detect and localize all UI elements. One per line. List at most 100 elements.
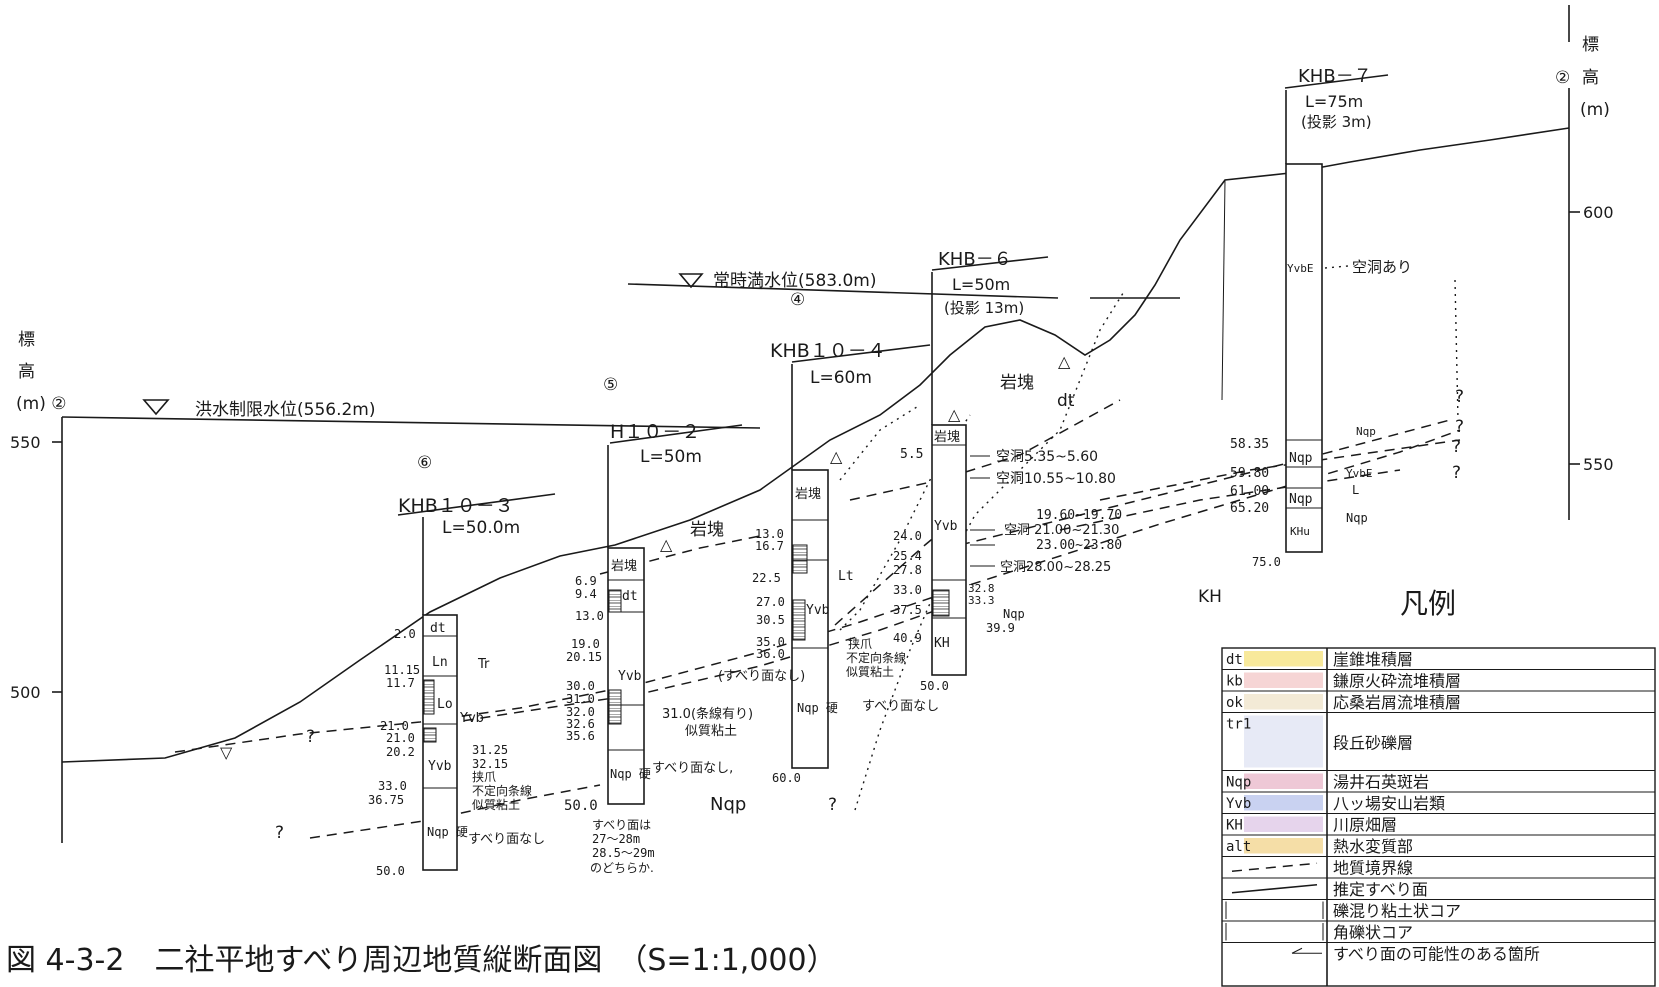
- note: すべり面は: [592, 818, 651, 832]
- depth: 11.7: [386, 676, 415, 690]
- borehole-marker: ⑤: [603, 375, 618, 395]
- right-axis-label-3: (m): [1580, 100, 1610, 120]
- core-cell: Lt: [838, 569, 854, 584]
- core-cell: KHu: [1290, 525, 1310, 538]
- question-mark: ?: [828, 795, 837, 815]
- note: 空洞5.35~5.60: [996, 449, 1098, 465]
- core-cell: Nqp 硬: [797, 701, 838, 715]
- ground-surface: [61, 127, 1570, 763]
- depth: 50.0: [920, 679, 949, 693]
- depth: 33.0: [893, 583, 922, 597]
- borehole-name: KHB－６: [938, 249, 1012, 270]
- note: Nqp: [1346, 511, 1368, 525]
- unit-label-gankai-mid: 岩塊: [690, 520, 724, 540]
- note: 27～28m: [592, 832, 640, 846]
- core-cell: Yvb: [618, 669, 642, 684]
- note: 不定向条線: [472, 783, 532, 798]
- borehole-name: KHB－７: [1298, 66, 1372, 87]
- note: 19.60~19.70: [1036, 508, 1122, 523]
- depth: 24.0: [893, 529, 922, 543]
- legend-label: 湯井石英斑岩: [1333, 773, 1429, 792]
- legend-label: 地質境界線: [1333, 859, 1413, 878]
- borehole-length: L=60m: [810, 368, 872, 388]
- normal-water-level: 常時満水位(583.0m): [627, 271, 1180, 299]
- legend-code: tr1: [1226, 717, 1251, 733]
- borehole-name: KHB１０－４: [770, 340, 886, 362]
- depth: 27.0: [756, 595, 785, 609]
- depth: 22.5: [752, 571, 781, 585]
- depth: 50.0: [376, 864, 405, 878]
- depth: 59.80: [1230, 466, 1269, 481]
- left-axis-label-3: (m) ②: [16, 394, 66, 414]
- triangle-mark: △: [830, 447, 843, 466]
- core-cell: 岩塊: [795, 486, 821, 502]
- legend-symbol: [1225, 923, 1324, 941]
- depth: 31.0: [566, 692, 595, 706]
- depth: 50.0: [564, 798, 598, 814]
- legend-item: 推定すべり面: [1222, 877, 1655, 899]
- right-axis-label-1: 標: [1582, 35, 1599, 55]
- right-tick-600: 600: [1583, 203, 1614, 222]
- borehole-khb10-4: ④ KHB１０－４ L=60m 岩塊 Lt Yvb Nqp 硬 13.0 16.…: [718, 290, 939, 785]
- note: (すべり面なし): [718, 669, 805, 684]
- normal-level-label: 常時満水位(583.0m): [713, 271, 877, 291]
- note: 空洞28.00~28.25: [1000, 560, 1111, 575]
- legend-label: 段丘砂礫層: [1333, 734, 1413, 753]
- depth: 11.15: [384, 663, 420, 677]
- core-cell: 岩塊: [611, 558, 637, 574]
- depth: 40.9: [893, 631, 922, 645]
- note: Yvb: [459, 711, 484, 726]
- legend-swatch: [1244, 694, 1323, 710]
- note: 23.00~23.80: [1036, 538, 1122, 553]
- right-axis-marker: ②: [1555, 68, 1570, 88]
- depth: 19.0: [571, 637, 600, 651]
- depth: 20.2: [386, 745, 415, 759]
- legend-label: 推定すべり面: [1333, 880, 1428, 899]
- note: L: [1352, 483, 1359, 497]
- note: Nqp: [1356, 425, 1376, 438]
- left-axis-label-1: 標: [18, 330, 35, 350]
- depth: 21.0: [380, 719, 409, 733]
- depth: 16.7: [755, 539, 784, 553]
- right-tick-550: 550: [1583, 455, 1614, 474]
- core-cell: Nqp: [1289, 451, 1313, 466]
- core-cell: Yvb: [934, 519, 958, 534]
- depth: 65.20: [1230, 501, 1269, 516]
- left-axis-label-2: 高: [18, 362, 35, 382]
- depth: 27.8: [893, 563, 922, 577]
- legend-swatch: [1244, 795, 1323, 811]
- borehole-length: L=50m: [640, 447, 702, 467]
- depth: 36.75: [368, 793, 404, 807]
- note: 31.25: [472, 743, 508, 757]
- depth: 30.5: [756, 613, 785, 627]
- triangle-mark: △: [660, 535, 673, 554]
- note: 似質粘土: [472, 797, 520, 812]
- question-mark: ?: [1452, 463, 1461, 483]
- left-elevation-axis: 標 高 (m) ② 550 500: [10, 330, 66, 843]
- depth: 32.8: [968, 582, 995, 595]
- depth: 35.0: [756, 635, 785, 649]
- depth: 6.9: [575, 574, 597, 588]
- core-cell: Ln: [432, 655, 448, 670]
- legend-label: 礫混り粘土状コア: [1333, 902, 1461, 921]
- depth: 75.0: [1252, 555, 1281, 569]
- core-cell: KH: [934, 636, 950, 651]
- core-cell: Nqp: [1289, 492, 1313, 507]
- note: 32.15: [472, 757, 508, 771]
- unit-label-nqp: Nqp: [710, 794, 746, 815]
- note: 空洞あり: [1352, 258, 1412, 276]
- legend-label: 応桑岩屑流堆積層: [1333, 693, 1461, 712]
- borehole-projection: (投影 13m): [944, 299, 1024, 317]
- triangle-mark: ▽: [220, 743, 233, 762]
- core-cell: 岩塊: [934, 429, 960, 445]
- legend-code: alt: [1226, 839, 1251, 855]
- depth: 13.0: [755, 527, 784, 541]
- left-tick-500: 500: [10, 683, 41, 702]
- depth: 32.0: [566, 705, 595, 719]
- depth: 33.0: [378, 779, 407, 793]
- core-cell: Yvb: [806, 603, 830, 618]
- borehole-projection: (投影 3m): [1301, 113, 1372, 131]
- depth: 30.0: [566, 679, 595, 693]
- legend-label: 熱水変質部: [1333, 837, 1413, 856]
